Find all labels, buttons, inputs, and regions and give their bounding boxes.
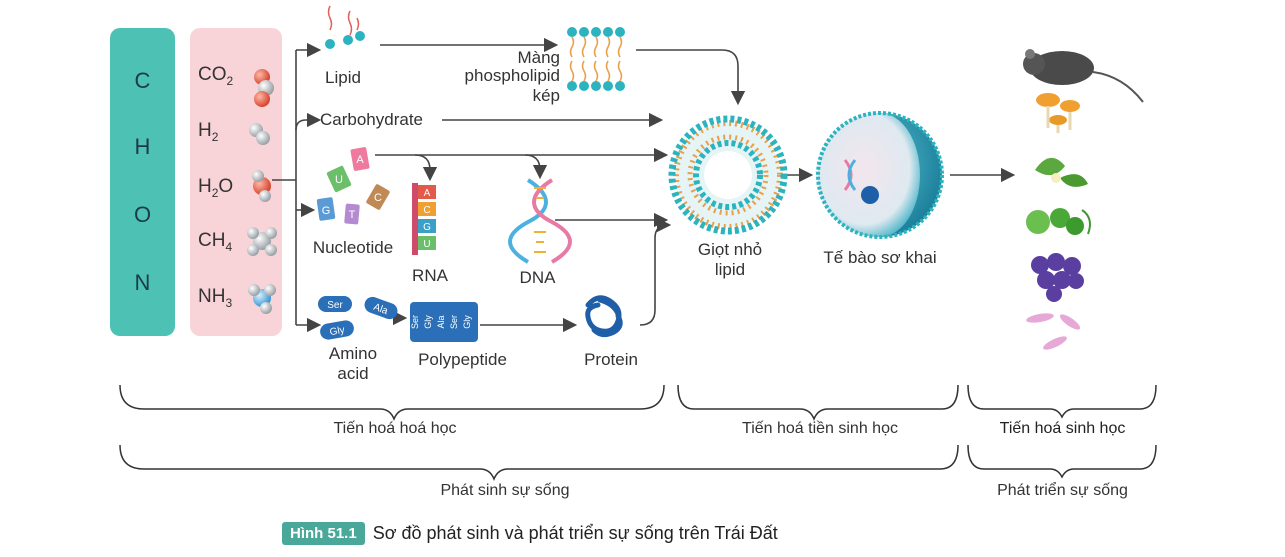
- label-dna: DNA: [519, 268, 556, 287]
- poly-tag-3: Ala: [436, 315, 446, 328]
- molecule-h2o: H2O: [198, 176, 234, 200]
- rna-letter-c: C: [423, 205, 430, 216]
- nucleotide-letter-a: A: [356, 154, 364, 166]
- label-membrane-3: kép: [532, 86, 560, 105]
- nucleotide-icon: [316, 147, 390, 225]
- label-amino-2: acid: [337, 364, 369, 383]
- nh3-model-icon: [248, 284, 276, 314]
- molecule-nh3: NH3: [198, 286, 233, 310]
- stage-biological-evolution: Tiến hoá sinh học: [999, 420, 1126, 437]
- lipid-icon: [327, 5, 360, 36]
- protocell-icon: [816, 111, 944, 239]
- poly-tag-5: Gly: [462, 315, 472, 329]
- label-lipid: Lipid: [325, 68, 361, 87]
- label-protocell: Tế bào sơ khai: [823, 248, 937, 267]
- molecule-ch4: CH4: [198, 230, 233, 254]
- element-n: N: [134, 270, 151, 295]
- rna-letter-a: A: [424, 188, 431, 199]
- label-amino-1: Amino: [328, 344, 378, 363]
- dna-helix-icon: [508, 178, 572, 264]
- element-c: C: [134, 68, 151, 93]
- amino-tag-gly: Gly: [329, 325, 346, 338]
- label-rna: RNA: [412, 266, 448, 285]
- co2-model-icon: [254, 69, 274, 107]
- label-droplet-1: Giọt nhỏ: [697, 240, 763, 259]
- plant-icon: [1035, 157, 1088, 187]
- poly-tag-4: Ser: [449, 315, 459, 329]
- element-h: H: [134, 134, 151, 159]
- molecule-co2: CO2: [198, 64, 234, 88]
- stage-braces: [119, 384, 1157, 482]
- lipid-droplet-icon: [668, 115, 788, 235]
- caption-tag: Hình 51.1: [282, 521, 365, 545]
- nucleotide-letter-g: G: [322, 205, 331, 217]
- cell-cluster-icon: [1031, 253, 1084, 302]
- amino-tag-ser: Ser: [327, 300, 343, 311]
- mouse-icon: [1023, 49, 1144, 103]
- stage-prebiotic-evolution: Tiến hoá tiền sinh học: [742, 420, 898, 437]
- molecule-h2: H2: [198, 120, 219, 144]
- label-membrane-2: phospholipid: [464, 66, 560, 85]
- amino-acid-icon: [318, 296, 398, 340]
- h2-model-icon: [249, 123, 270, 145]
- label-droplet-2: lipid: [714, 260, 746, 279]
- rna-letter-u: U: [423, 239, 430, 250]
- label-membrane-1: Màng: [517, 48, 560, 67]
- label-carbohydrate: Carbohydrate: [320, 110, 424, 129]
- algae-icon: [1026, 208, 1091, 235]
- stage-development-of-life: Phát triển sự sống: [997, 482, 1128, 499]
- figure-caption: Hình 51.1 Sơ đồ phát sinh và phát triển …: [282, 518, 778, 548]
- protists-icon: [1026, 313, 1081, 350]
- label-nucleotide: Nucleotide: [312, 238, 394, 257]
- nucleotide-letter-c: C: [374, 192, 382, 204]
- poly-tag-1: Ser: [410, 315, 420, 329]
- poly-tag-2: Gly: [423, 315, 433, 329]
- rna-icon: [412, 183, 436, 255]
- nucleotide-letter-u: U: [335, 174, 343, 186]
- polypeptide-icon: [410, 302, 478, 342]
- mushrooms-icon: [1036, 93, 1080, 133]
- h2o-model-icon: [252, 170, 271, 202]
- label-protein: Protein: [584, 350, 638, 369]
- stage-chemical-evolution: Tiến hoá hoá học: [333, 420, 457, 437]
- protein-icon: [585, 295, 623, 338]
- element-o: O: [133, 202, 152, 227]
- caption-text: Sơ đồ phát sinh và phát triển sự sống tr…: [372, 522, 778, 543]
- stage-origin-of-life: Phát sinh sự sống: [440, 482, 570, 499]
- phospholipid-bilayer-icon: [567, 27, 625, 91]
- elements-column: C H O N: [110, 28, 175, 336]
- label-polypeptide: Polypeptide: [418, 350, 507, 369]
- nucleotide-letter-t: T: [349, 209, 356, 221]
- rna-letter-g: G: [423, 222, 431, 233]
- ch4-model-icon: [247, 227, 277, 256]
- amino-tag-ala: Ala: [372, 302, 390, 317]
